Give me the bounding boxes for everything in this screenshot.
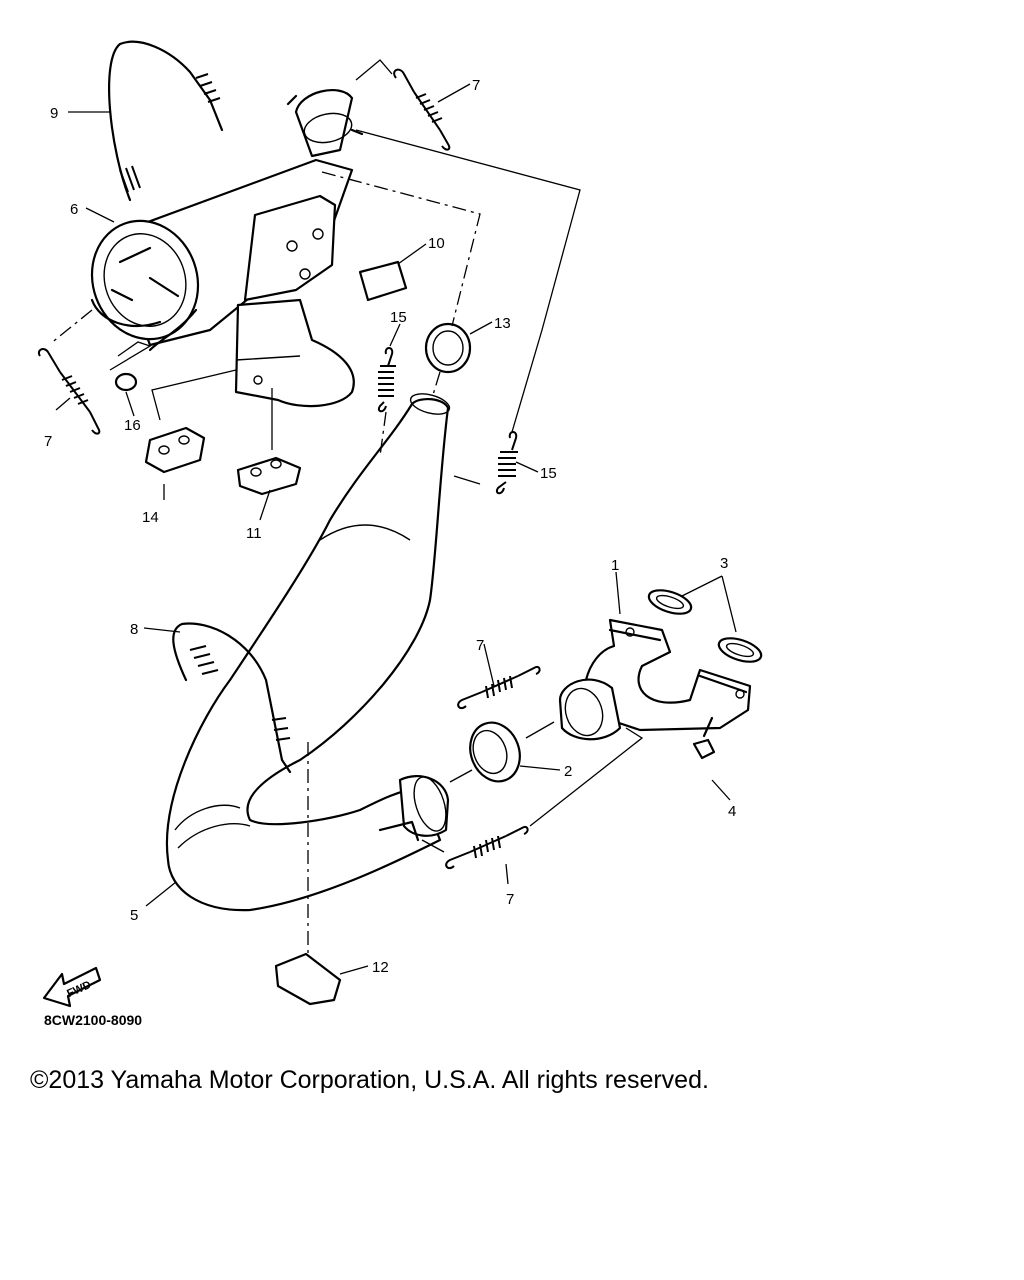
spring-part-15-right [495, 431, 518, 495]
callout-6: 6 [70, 201, 78, 218]
callout-3: 3 [720, 555, 728, 572]
assembly-lines [49, 59, 644, 958]
callout-7-mid: 7 [476, 637, 484, 654]
band-part-9 [108, 40, 224, 202]
damper-part-10 [358, 260, 408, 302]
callout-9: 9 [50, 105, 58, 122]
callout-2: 2 [564, 763, 572, 780]
callout-labels: 1 2 3 4 5 6 7 7 7 7 8 9 10 11 12 13 14 1… [44, 77, 736, 976]
callout-7-top: 7 [472, 77, 480, 94]
spring-part-7-low [445, 825, 529, 870]
leader-lines [55, 83, 737, 975]
callout-1: 1 [611, 557, 619, 574]
callout-10: 10 [428, 235, 445, 252]
callout-15-right: 15 [540, 465, 557, 482]
exhaust-parts-diagram: 1 2 3 4 5 6 7 7 7 7 8 9 10 11 12 13 14 1… [38, 40, 763, 1008]
manifold-part-1 [558, 618, 752, 741]
spring-part-15-left [377, 347, 396, 413]
bolt-part-4 [692, 716, 716, 760]
silencer-part-6 [90, 89, 364, 408]
diagram-code: 8CW2100-8090 [44, 1012, 143, 1028]
exhaust-pipe-part-5 [165, 393, 451, 912]
joint-part-2 [469, 721, 521, 783]
callout-11: 11 [246, 525, 262, 542]
spring-part-7-left [38, 348, 101, 435]
damper-part-11 [236, 456, 302, 496]
callout-5: 5 [130, 907, 138, 924]
spring-part-7-top [393, 68, 451, 151]
callout-15-left: 15 [390, 309, 407, 326]
o-ring-part-13 [424, 322, 472, 374]
band-part-8 [172, 622, 292, 774]
copyright-notice: ©2013 Yamaha Motor Corporation, U.S.A. A… [30, 1066, 709, 1094]
callout-7-low: 7 [506, 891, 514, 908]
screw-part-16 [114, 372, 138, 392]
spring-part-7-mid [457, 665, 541, 710]
callout-4: 4 [728, 803, 736, 820]
gasket-part-3 [647, 589, 763, 663]
damper-part-14 [144, 426, 206, 474]
callout-16: 16 [124, 417, 141, 434]
callout-14: 14 [142, 509, 159, 526]
callout-7-left: 7 [44, 433, 52, 450]
callout-13: 13 [494, 315, 511, 332]
damper-part-12 [274, 952, 342, 1006]
forward-arrow-icon: FWD [42, 966, 102, 1008]
callout-8: 8 [130, 621, 138, 638]
callout-12: 12 [372, 959, 389, 976]
